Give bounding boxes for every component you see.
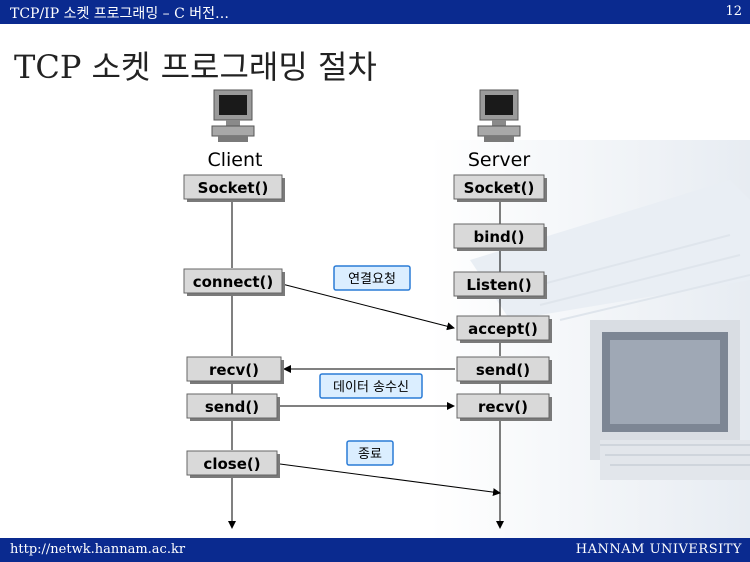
client-label: Client	[207, 149, 262, 171]
server-send-label: send()	[476, 361, 530, 379]
slide-title: TCP 소켓 프로그래밍 절차	[14, 48, 377, 86]
client-close-label: close()	[203, 455, 260, 473]
server-socket-label: Socket()	[464, 179, 535, 197]
connect-request-arrow	[281, 283, 455, 331]
client-recv-label: recv()	[209, 361, 259, 379]
data-transfer-tag: 데이터 송수신	[319, 373, 423, 399]
client-send-box: send()	[186, 393, 280, 421]
server-send-box: send()	[456, 356, 552, 384]
connect-request-tag: 연결요청	[333, 265, 411, 291]
client-close-box: close()	[186, 450, 280, 478]
footer-bar: http://netwk.hannam.ac.kr HANNAM UNIVERS…	[0, 538, 750, 562]
server-accept-label: accept()	[468, 320, 538, 338]
footer-url[interactable]: http://netwk.hannam.ac.kr	[10, 542, 186, 557]
data-transfer-text: 데이터 송수신	[333, 380, 409, 395]
client-socket-label: Socket()	[198, 179, 269, 197]
terminate-text: 종료	[358, 447, 382, 462]
server-label: Server	[468, 149, 530, 171]
connect-request-text: 연결요청	[348, 272, 396, 287]
client-computer-icon	[211, 89, 255, 142]
client-connect-label: connect()	[193, 273, 274, 291]
server-computer-icon	[477, 89, 521, 142]
client-connect-box: connect()	[183, 268, 285, 296]
client-recv-box: recv()	[186, 356, 284, 384]
server-recv-label: recv()	[478, 398, 528, 416]
header-title: TCP/IP 소켓 프로그래밍 – C 버전…	[10, 6, 230, 22]
message-arrows	[279, 283, 501, 497]
server-socket-box: Socket()	[453, 174, 547, 202]
server-listen-box: Listen()	[453, 271, 547, 299]
terminate-tag: 종료	[346, 440, 394, 466]
client-socket-box: Socket()	[183, 174, 285, 202]
client-send-label: send()	[205, 398, 259, 416]
header-bar: TCP/IP 소켓 프로그래밍 – C 버전… 12	[0, 0, 750, 24]
page-number: 12	[725, 4, 742, 19]
footer-university: HANNAM UNIVERSITY	[575, 542, 742, 557]
server-listen-label: Listen()	[466, 276, 531, 294]
server-bind-box: bind()	[453, 223, 547, 251]
server-recv-box: recv()	[456, 393, 552, 421]
server-bind-label: bind()	[473, 228, 524, 246]
server-accept-box: accept()	[456, 315, 552, 343]
close-arrow	[279, 463, 501, 497]
